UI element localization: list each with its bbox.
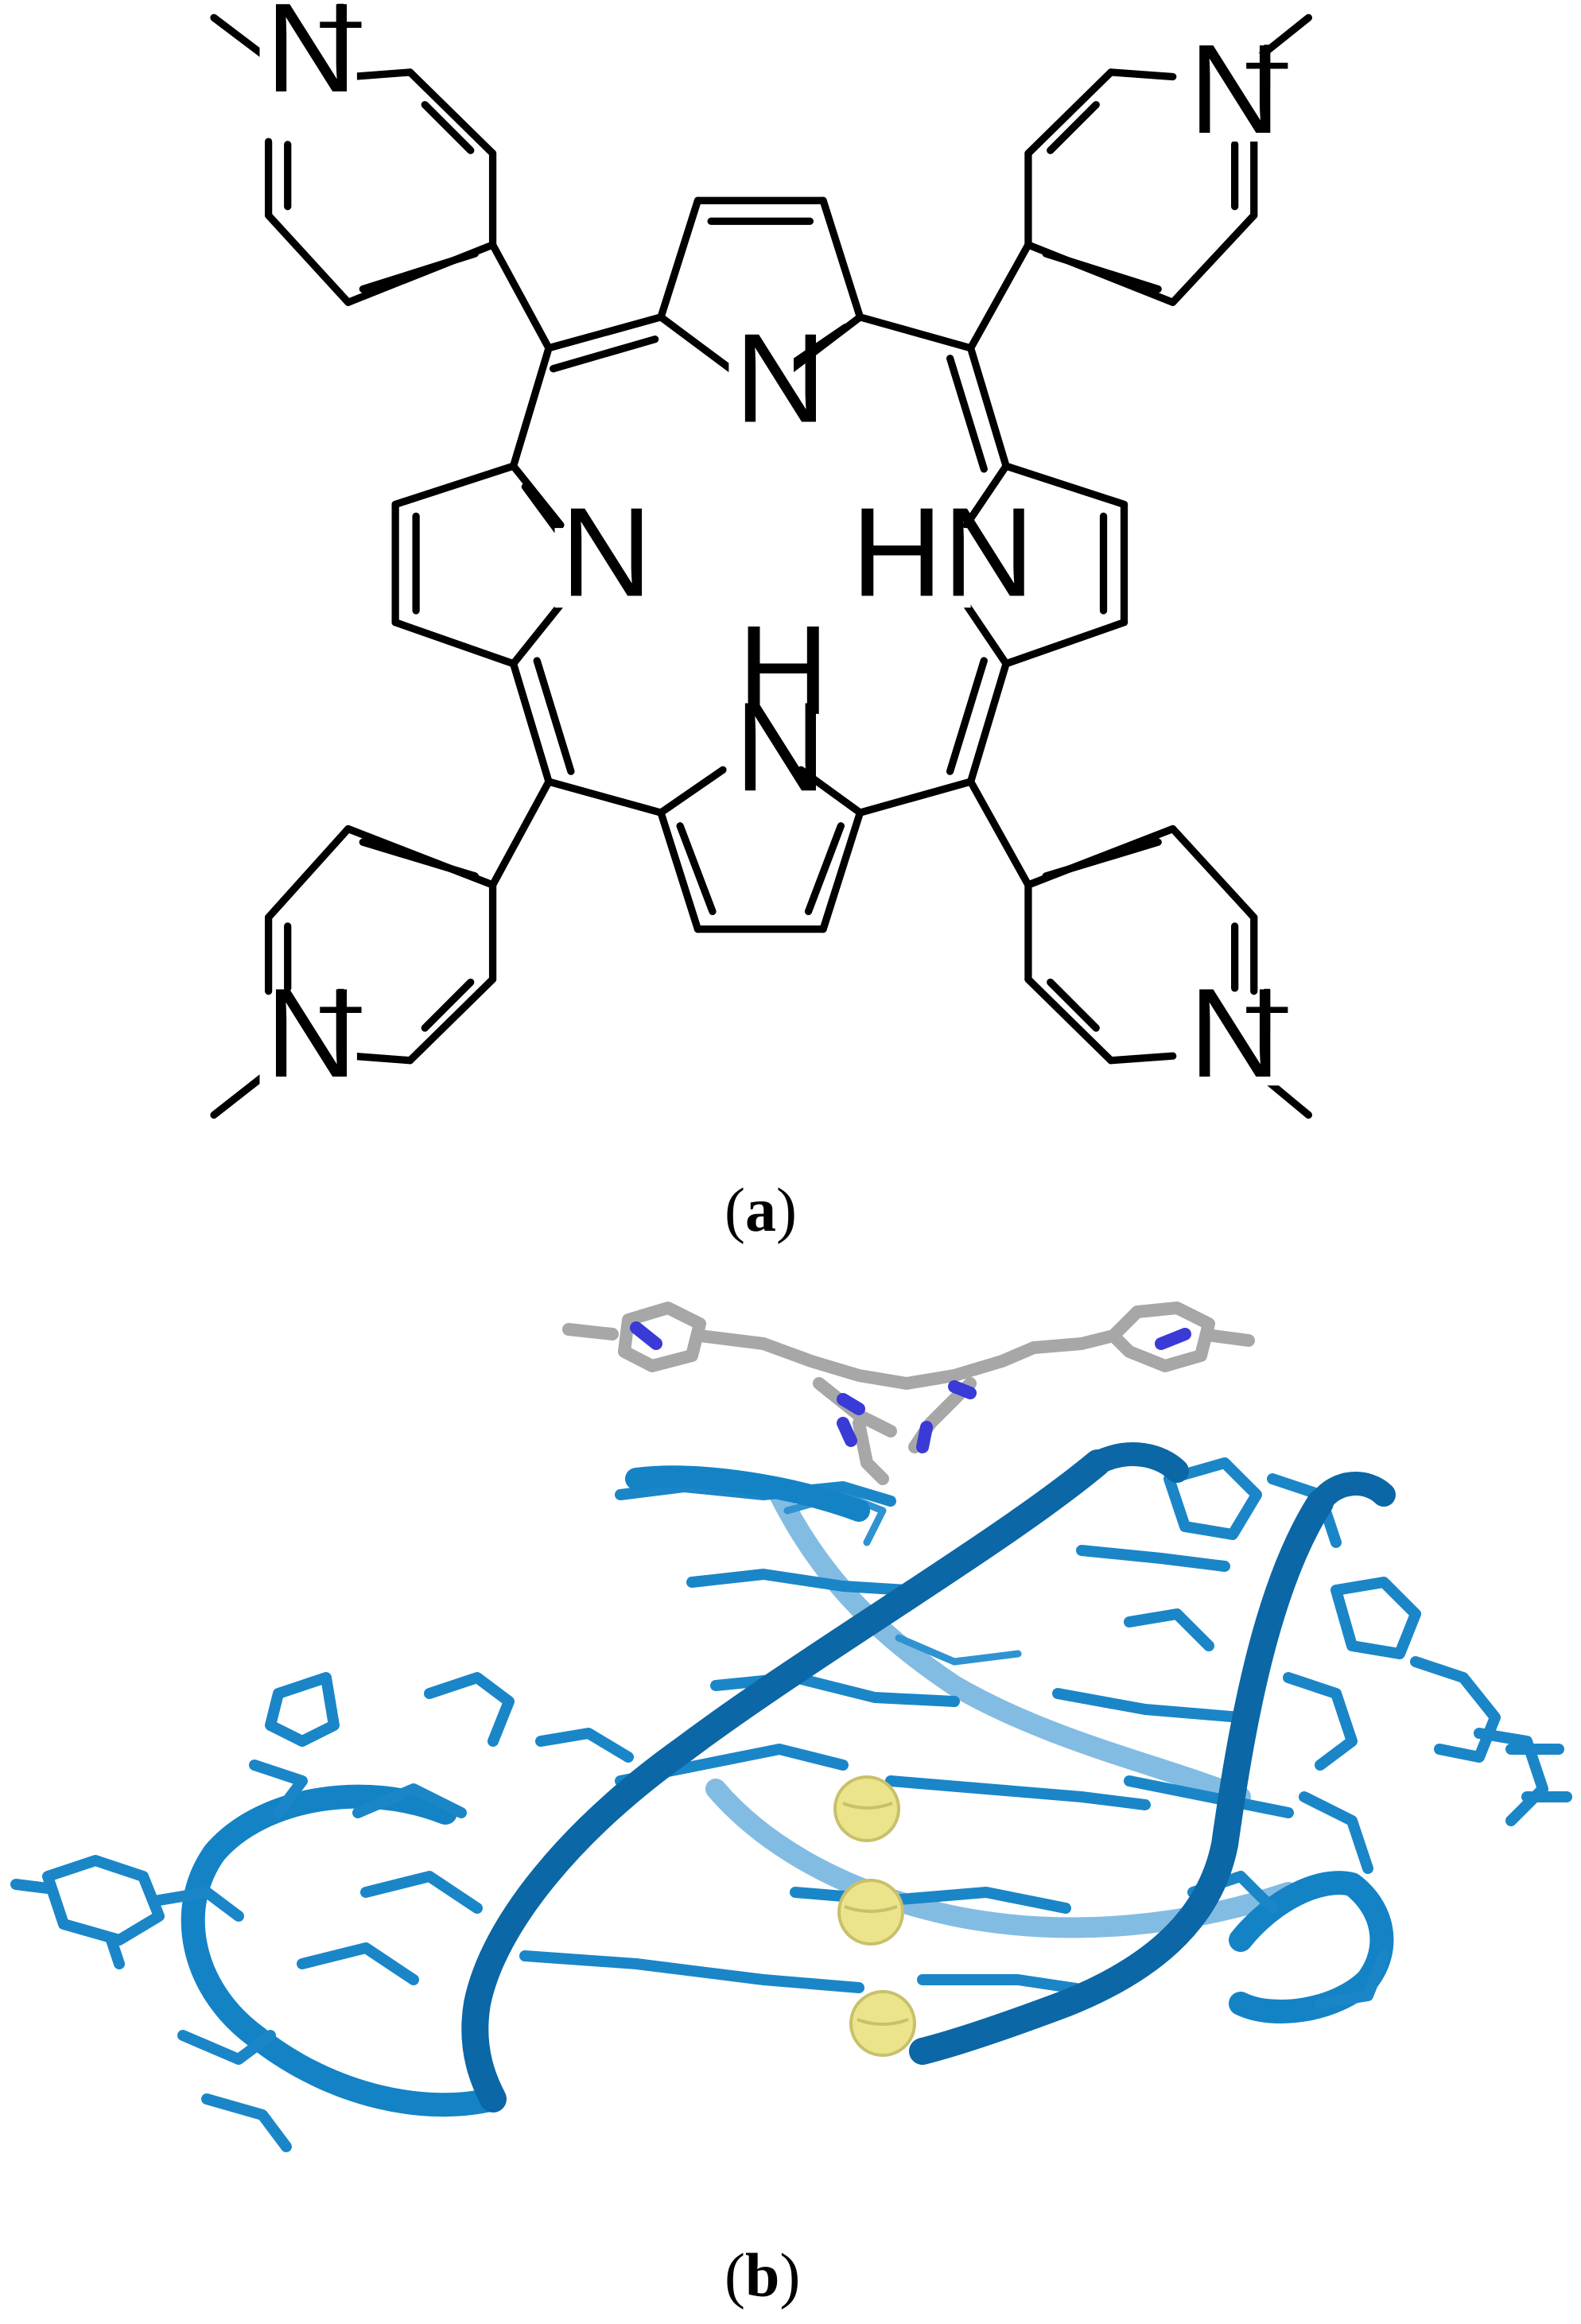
- n-plus-label-bottom-right: N: [1189, 962, 1280, 1104]
- dna-left-loop: [10, 1672, 634, 2152]
- pyridinium-ring-bottom-right: [1024, 824, 1258, 1065]
- pyridinium-ring-top-right: [1024, 68, 1258, 306]
- hn-label-right: HN: [851, 481, 1034, 623]
- plus-charge-top-left: +: [316, 0, 366, 72]
- n-plus-label-bottom-left: N: [266, 962, 357, 1104]
- panel-b-rendering: [10, 1302, 1572, 2152]
- n-plus-label-top-left: N: [266, 0, 357, 118]
- panel-a-label: (a): [724, 1175, 797, 1244]
- pyridinium-ring-top-left: [264, 68, 497, 306]
- dna-front-backbone: [461, 1442, 1396, 2113]
- n-plus-label-top-right: N: [1189, 18, 1280, 160]
- plus-charge-top-right: +: [1242, 17, 1292, 113]
- potassium-ions: [833, 1775, 916, 2057]
- n-label-bottom: N: [735, 676, 826, 817]
- porphyrin-core: [391, 196, 1128, 933]
- porphyrin-ligand-sticks: [562, 1302, 1255, 1485]
- panel-b-label: (b): [724, 2241, 800, 2310]
- n-label-top: N: [735, 308, 826, 449]
- h-label-bottom: H: [737, 599, 829, 741]
- plus-charge-bottom-left: +: [316, 961, 366, 1057]
- panel-a-structure: N + N + N + N + N N HN H N: [210, 0, 1313, 1119]
- panel-b-letter: b: [745, 2241, 779, 2310]
- pyridinium-ring-bottom-left: [264, 824, 497, 1065]
- plus-charge-bottom-right: +: [1242, 961, 1292, 1057]
- panel-a-letter: a: [745, 1175, 776, 1244]
- n-label-left: N: [561, 481, 652, 623]
